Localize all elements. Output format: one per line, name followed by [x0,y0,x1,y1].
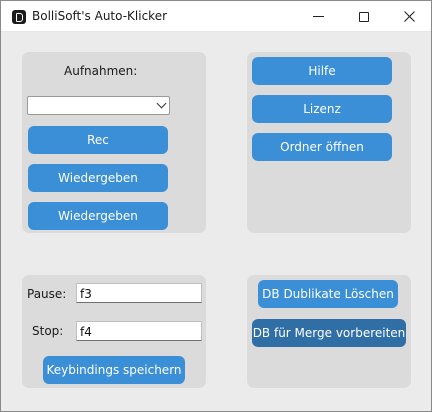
maximize-icon [359,11,369,22]
pause-label: Pause: [27,287,67,301]
window-title: BolliSoft's Auto-Klicker [32,9,168,23]
save-keybindings-button[interactable]: Keybindings speichern [43,356,185,384]
play-button-1[interactable]: Wiedergeben [28,164,168,192]
recordings-label: Aufnahmen: [64,64,138,78]
maximize-button[interactable] [341,1,387,32]
play-button-2[interactable]: Wiedergeben [28,202,168,230]
minimize-button[interactable] [295,1,341,32]
close-button[interactable] [386,1,432,32]
delete-duplicates-button[interactable]: DB Dublikate Löschen [258,280,398,308]
close-icon [403,11,415,22]
stop-label: Stop: [32,324,64,338]
license-button[interactable]: Lizenz [252,95,392,123]
app-logo-icon [12,10,26,24]
minimize-icon [312,16,324,17]
chevron-down-icon [156,98,167,109]
prepare-merge-button[interactable]: DB für Merge vorbereiten [252,319,406,347]
recordings-dropdown[interactable] [27,96,170,115]
pause-key-input[interactable]: f3 [76,283,202,303]
stop-key-input[interactable]: f4 [76,321,202,341]
help-button[interactable]: Hilfe [252,57,392,85]
open-folder-button[interactable]: Ordner öffnen [252,133,392,161]
rec-button[interactable]: Rec [28,126,168,154]
title-bar[interactable]: BolliSoft's Auto-Klicker [1,1,431,32]
